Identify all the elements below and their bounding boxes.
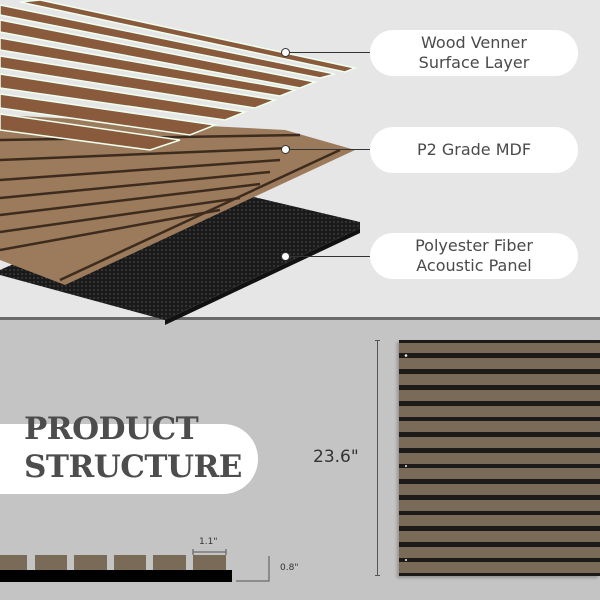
slat-width-dimension: 1.1"	[199, 537, 218, 547]
cross-section-diagram	[0, 549, 270, 582]
title-background	[0, 424, 258, 494]
thickness-dimension: 0.8"	[280, 563, 299, 573]
page-title: PRODUCT STRUCTURE	[24, 411, 242, 485]
panel-front-view	[399, 340, 600, 576]
felt-layer	[0, 183, 360, 320]
height-dimension-line	[375, 340, 380, 576]
section-divider	[0, 317, 600, 320]
veneer-layer	[0, 0, 358, 151]
marker-dot-felt	[281, 252, 290, 261]
leader-line-veneer	[285, 52, 370, 53]
exploded-layers-illustration	[0, 0, 360, 325]
leader-line-felt	[285, 256, 370, 257]
label-veneer-layer: Wood Venner Surface Layer	[370, 30, 578, 76]
marker-dot-mdf	[281, 145, 290, 154]
leader-line-mdf	[285, 149, 370, 150]
label-acoustic-layer: Polyester Fiber Acoustic Panel	[370, 233, 578, 279]
marker-dot-veneer	[281, 48, 290, 57]
height-dimension: 23.6"	[313, 447, 359, 467]
mdf-layer	[0, 115, 355, 285]
label-mdf-layer: P2 Grade MDF	[370, 127, 578, 173]
